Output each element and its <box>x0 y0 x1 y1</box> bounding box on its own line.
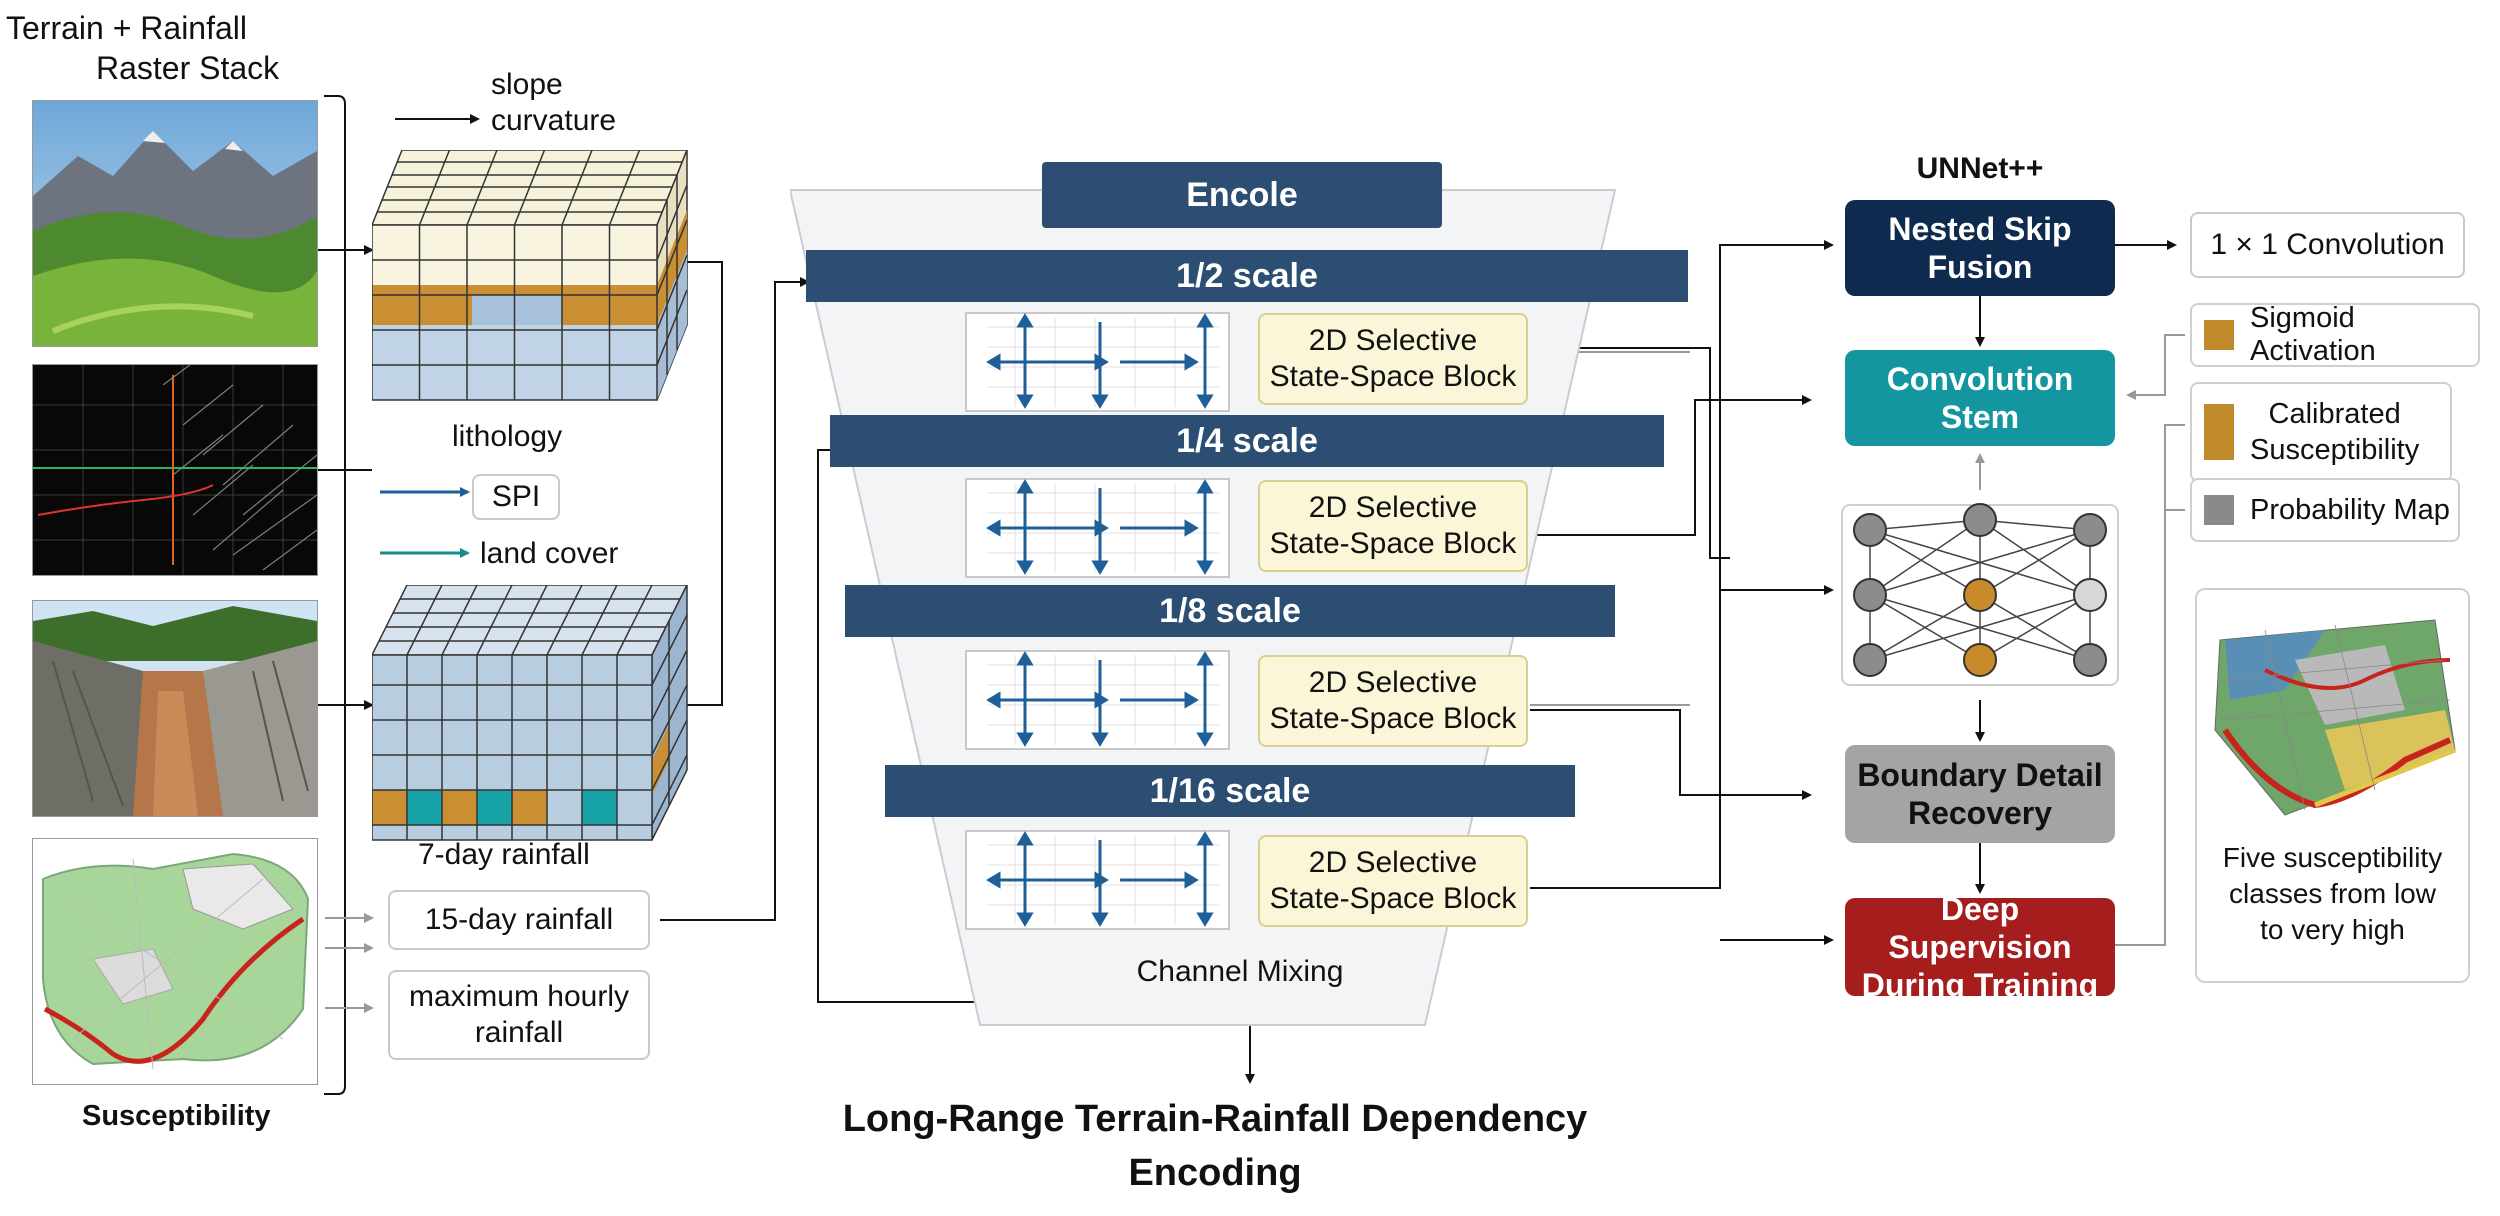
landslide-gully-image <box>32 600 318 817</box>
boundary-line2: Recovery <box>1907 795 2053 831</box>
rainfall-7d-label: 7-day rainfall <box>418 838 590 871</box>
scale-band-2: 1/4 scale <box>830 415 1664 467</box>
terrain-layer-cube <box>372 150 688 401</box>
sigmoid-label: Sigmoid Activation <box>2250 302 2376 367</box>
convolution-stem-box: Convolution Stem <box>1845 350 2115 446</box>
susceptibility-map-image <box>32 838 318 1085</box>
rainfall-radar-image <box>32 364 318 576</box>
ss-block-1-line2: State-Space Block <box>1269 360 1517 393</box>
ss-block-3-line1: 2D Selective <box>1308 666 1478 699</box>
encoder-caption-line2: Encoding <box>1128 1152 1302 1194</box>
scan-grid-1 <box>965 312 1230 412</box>
ss-block-2-line2: State-Space Block <box>1269 527 1517 560</box>
ss-block-1: 2D Selective State-Space Block <box>1258 313 1528 405</box>
max-hourly-line1: maximum hourly <box>408 980 630 1013</box>
scan-grid-2 <box>965 478 1230 578</box>
spi-label-box: SPI <box>472 474 560 520</box>
deep-supervision-box: Deep Supervision During Training <box>1845 891 2115 1003</box>
lithology-label: lithology <box>452 420 563 453</box>
susceptibility-label: Susceptibility <box>82 1100 271 1132</box>
ss-block-3: 2D Selective State-Space Block <box>1258 655 1528 747</box>
probability-legend: Probability Map <box>2190 478 2460 542</box>
deep-line2: During Training <box>1861 967 2099 1003</box>
rainfall-layer-cube <box>372 585 688 841</box>
calibrated-text: Calibrated Susceptibility <box>2250 396 2419 468</box>
scale-band-3: 1/8 scale <box>845 585 1615 637</box>
scale-band-4: 1/16 scale <box>885 765 1575 817</box>
map-caption-line3: to very high <box>2260 914 2405 945</box>
ss-block-3-line2: State-Space Block <box>1269 702 1517 735</box>
deep-line1: Deep Supervision <box>1888 891 2072 965</box>
ss-block-4-line2: State-Space Block <box>1269 882 1517 915</box>
ss-block-2-line1: 2D Selective <box>1308 491 1478 524</box>
rainfall-15d-box: 15-day rainfall <box>388 890 650 950</box>
sigmoid-swatch <box>2204 320 2234 350</box>
encoder-caption-line1: Long-Range Terrain-Rainfall Dependency <box>842 1098 1588 1140</box>
probability-label: Probability Map <box>2250 493 2450 526</box>
ss-block-4-line1: 2D Selective <box>1308 846 1478 879</box>
channel-mixing-label: Channel Mixing <box>1136 955 1344 988</box>
slope-label: slope <box>491 68 563 101</box>
input-title-line2: Raster Stack <box>96 50 280 86</box>
nested-line1: Nested Skip <box>1888 211 2072 247</box>
ss-block-2: 2D Selective State-Space Block <box>1258 480 1528 572</box>
nested-skip-fusion-box: Nested Skip Fusion <box>1845 200 2115 296</box>
conv1x1-box: 1 × 1 Convolution <box>2190 212 2465 278</box>
boundary-detail-box: Boundary Detail Recovery <box>1845 745 2115 843</box>
scan-grid-4 <box>965 830 1230 930</box>
mountain-terrain-image <box>32 100 318 347</box>
decoder-title: UNNet++ <box>1916 152 2044 185</box>
probability-swatch <box>2204 495 2234 525</box>
calibrated-legend: Calibrated Susceptibility <box>2190 382 2452 482</box>
scan-grid-3 <box>965 650 1230 750</box>
max-hourly-rainfall-box: maximum hourly rainfall <box>388 970 650 1060</box>
stem-line1: Convolution <box>1886 361 2074 397</box>
neural-network-graph <box>1841 503 2119 686</box>
calibrated-swatch <box>2204 404 2234 460</box>
input-title-line1: Terrain + Rainfall <box>6 10 247 46</box>
nested-line2: Fusion <box>1927 249 2033 285</box>
boundary-line1: Boundary Detail <box>1857 757 2103 793</box>
scale-band-1: 1/2 scale <box>806 250 1688 302</box>
sigmoid-legend: Sigmoid Activation <box>2190 302 2480 367</box>
ss-block-4: 2D Selective State-Space Block <box>1258 835 1528 927</box>
calibrated-line2: Susceptibility <box>2250 434 2420 466</box>
land-cover-label: land cover <box>480 537 619 570</box>
max-hourly-line2: rainfall <box>474 1016 564 1049</box>
curvature-label: curvature <box>491 104 617 137</box>
map-caption-line1: Five susceptibility <box>2222 842 2443 873</box>
susceptibility-output-map <box>2205 600 2460 830</box>
stem-line2: Stem <box>1940 399 2020 435</box>
calibrated-line1: Calibrated <box>2268 398 2401 430</box>
ss-block-1-line1: 2D Selective <box>1308 324 1478 357</box>
map-caption-line2: classes from low <box>2229 878 2436 909</box>
encoder-title: Encole <box>1042 162 1442 228</box>
